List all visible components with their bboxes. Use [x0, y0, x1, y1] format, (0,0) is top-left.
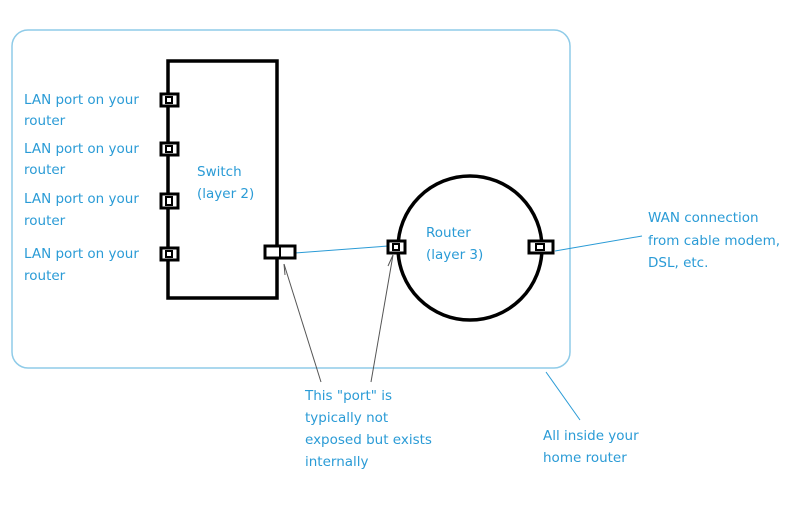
internal-port-note-line2: typically not	[305, 410, 388, 426]
lan-label-2-line2: router	[24, 162, 66, 178]
note-pointer-switch-head	[283, 263, 286, 276]
note-pointer-router	[370, 254, 394, 383]
internal-port-note-line4: internally	[305, 454, 369, 470]
lan-label-2-line1: LAN port on your	[24, 141, 139, 157]
home-router-note-line2: home router	[543, 450, 627, 466]
wan-label-line2: from cable modem,	[648, 233, 780, 249]
lan-label-4-line2: router	[24, 268, 66, 284]
lan-label-1-line2: router	[24, 113, 66, 129]
lan-port-3	[159, 192, 180, 210]
lan-label-1-line1: LAN port on your	[24, 92, 139, 108]
lan-label-4-line1: LAN port on your	[24, 246, 139, 262]
lan-label-3-line2: router	[24, 213, 66, 229]
router-internal-port	[386, 239, 407, 255]
switch-router-link	[294, 245, 389, 254]
internal-port-note-line3: exposed but exists	[305, 432, 432, 448]
lan-port-1	[159, 92, 180, 108]
switch-label-line2: (layer 2)	[197, 186, 254, 202]
note-pointer-switch	[283, 263, 322, 383]
note-pointer-router-head	[387, 254, 394, 267]
internal-port-note-line1: This "port" is	[304, 388, 392, 404]
home-router-boundary	[11, 29, 571, 369]
lan-port-2	[159, 141, 180, 157]
wan-link	[554, 235, 643, 252]
switch-box	[166, 59, 279, 300]
switch-internal-port	[263, 244, 297, 260]
router-wan-port	[527, 239, 555, 255]
wan-label-line1: WAN connection	[648, 210, 759, 226]
router-label-line2: (layer 3)	[426, 247, 483, 263]
lan-label-3-line1: LAN port on your	[24, 191, 139, 207]
home-router-pointer	[545, 371, 581, 421]
wan-label-line3: DSL, etc.	[648, 255, 708, 271]
switch-label-line1: Switch	[197, 164, 242, 180]
home-router-note-line1: All inside your	[543, 428, 639, 444]
router-label-line1: Router	[426, 225, 471, 241]
lan-port-4	[159, 246, 180, 262]
